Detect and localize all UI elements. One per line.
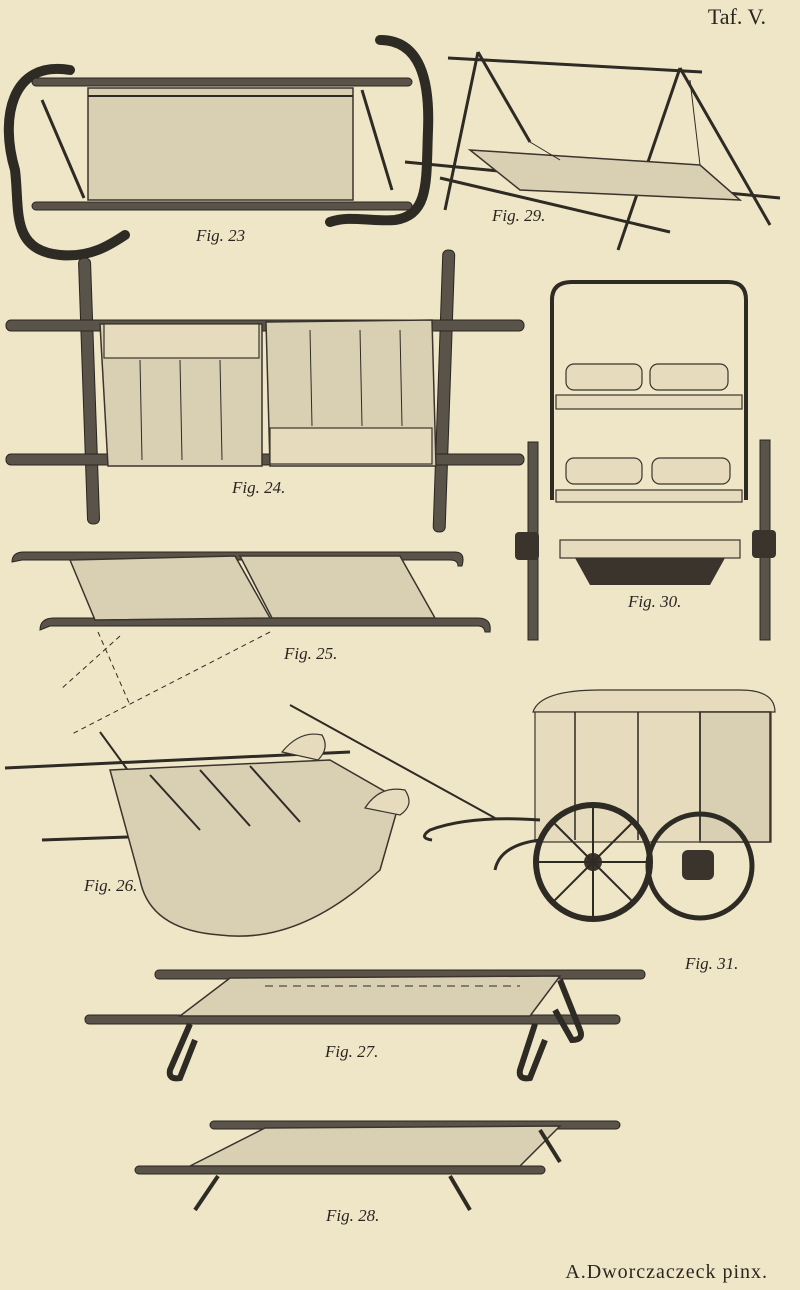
- figure-23-drawing: [3, 35, 434, 261]
- figure-25-label: Fig. 25.: [284, 644, 338, 663]
- figure-27-label: Fig. 27.: [325, 1042, 379, 1061]
- figure-30-label: Fig. 30.: [628, 592, 682, 611]
- cart-wheel-front: [533, 802, 653, 922]
- artist-credit: A.Dworczaczeck pinx.: [565, 1261, 768, 1283]
- figure-31-drawing: [423, 689, 776, 922]
- figure-24-drawing: [5, 249, 525, 533]
- figure-24-label: Fig. 24.: [232, 478, 286, 497]
- figure-28-drawing: [134, 1120, 621, 1212]
- figure-31-label: Fig. 31.: [685, 954, 739, 973]
- figure-28-label: Fig. 28.: [326, 1206, 380, 1225]
- figure-26-label: Fig. 26.: [84, 876, 138, 895]
- figure-29-label: Fig. 29.: [492, 206, 546, 225]
- figure-29-drawing: [404, 51, 781, 251]
- figure-26-drawing: [4, 704, 496, 937]
- cart-wheel-rear: [645, 811, 755, 921]
- figure-23-label: Fig. 23: [196, 226, 246, 245]
- plate-title: Taf. V.: [707, 4, 766, 29]
- figure-27-drawing: [84, 969, 646, 1082]
- figure-25-drawing: [11, 551, 491, 736]
- figure-30-drawing: [515, 280, 776, 641]
